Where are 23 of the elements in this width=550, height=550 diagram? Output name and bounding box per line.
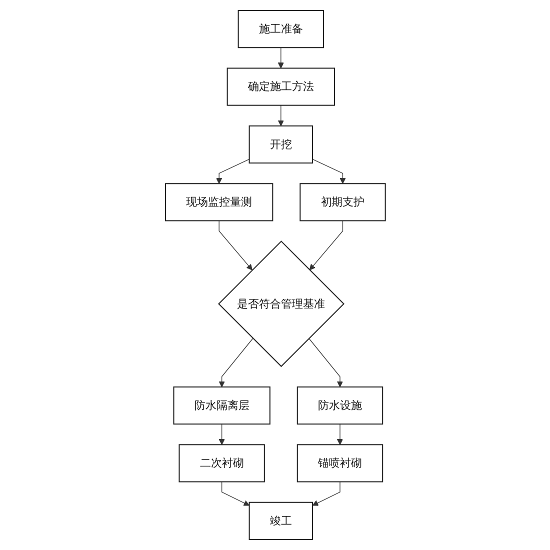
node-box: 竣工 (248, 502, 313, 540)
node-box: 现场监控量测 (164, 183, 273, 222)
arrow (312, 481, 340, 506)
node-box: 施工准备 (237, 10, 324, 48)
arrow (218, 424, 224, 445)
arrow (218, 220, 252, 270)
node-diamond: 是否符合管理基准 (218, 240, 344, 368)
node-box: 初期支护 (299, 183, 386, 222)
arrow (308, 220, 343, 270)
arrow (277, 104, 284, 126)
node-box: 防水隔离层 (172, 386, 270, 425)
arrow (221, 481, 250, 506)
node-box: 确定施工方法 (226, 68, 335, 106)
node-box: 防水设施 (296, 386, 383, 425)
arrow (312, 158, 346, 184)
arrow (277, 47, 284, 68)
arrow (336, 424, 343, 445)
arrow (218, 338, 253, 388)
arrow (308, 338, 343, 388)
arrow (216, 158, 250, 184)
node-box: 开挖 (248, 125, 313, 164)
node-box: 锚喷衬砌 (296, 444, 383, 482)
node-box: 二次衬砌 (178, 444, 265, 482)
